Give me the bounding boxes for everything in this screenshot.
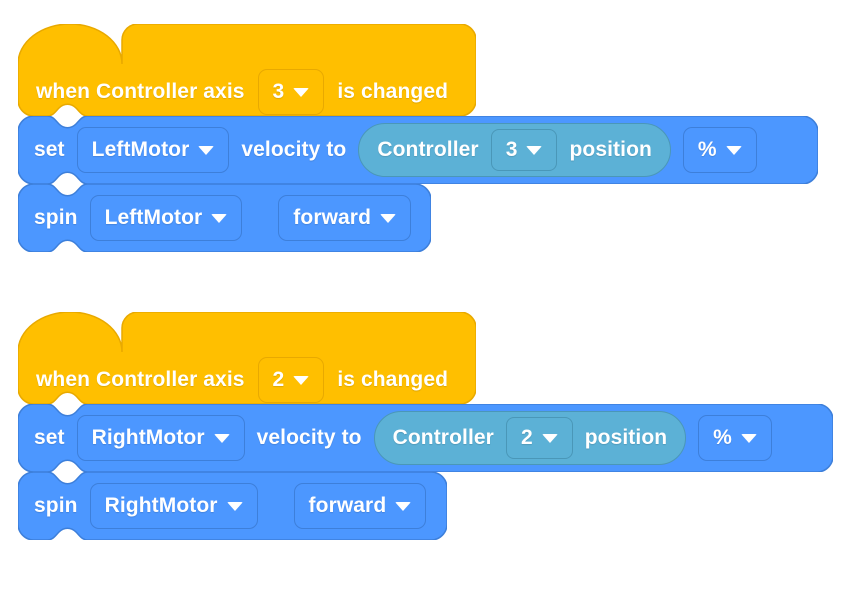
dropdown-axis-value: 3 bbox=[272, 80, 285, 103]
dropdown-spin-motor-value: RightMotor bbox=[104, 494, 218, 517]
script-stack-left-motor[interactable]: when Controller axis 3 is changed set Le… bbox=[18, 24, 818, 252]
chevron-down-icon bbox=[211, 213, 228, 223]
dropdown-motor[interactable]: LeftMotor bbox=[76, 127, 230, 173]
block-spin-motor[interactable]: spin LeftMotor forward bbox=[18, 184, 431, 252]
dropdown-motor-value: RightMotor bbox=[91, 426, 205, 449]
reporter-controller-axis-position[interactable]: Controller 2 position bbox=[373, 411, 687, 465]
dropdown-units-value: % bbox=[697, 138, 717, 161]
chevron-down-icon bbox=[293, 87, 310, 97]
dropdown-spin-motor-value: LeftMotor bbox=[104, 206, 203, 229]
reporter-label-controller: Controller bbox=[377, 138, 479, 161]
hat-text-after: is changed bbox=[337, 80, 449, 103]
hat-block-shape bbox=[18, 312, 476, 404]
chevron-down-icon bbox=[395, 501, 412, 511]
chevron-down-icon bbox=[526, 145, 543, 155]
dropdown-spin-direction-value: forward bbox=[293, 206, 372, 229]
dropdown-units[interactable]: % bbox=[698, 415, 772, 461]
chevron-down-icon bbox=[725, 145, 742, 155]
chevron-down-icon bbox=[198, 145, 215, 155]
dropdown-spin-direction[interactable]: forward bbox=[278, 195, 412, 241]
dropdown-spin-direction-value: forward bbox=[308, 494, 387, 517]
hat-text-before: when Controller axis bbox=[36, 368, 245, 391]
dropdown-units-value: % bbox=[713, 426, 732, 449]
dropdown-motor-value: LeftMotor bbox=[91, 138, 190, 161]
reporter-label-controller: Controller bbox=[392, 426, 494, 449]
block-set-motor-velocity[interactable]: set RightMotor velocity to Controller 2 … bbox=[18, 404, 833, 472]
label-set: set bbox=[34, 138, 65, 161]
dropdown-axis-value: 2 bbox=[272, 368, 285, 391]
dropdown-reporter-axis-value: 2 bbox=[520, 426, 533, 449]
label-spin: spin bbox=[34, 206, 78, 229]
dropdown-units[interactable]: % bbox=[682, 127, 757, 173]
chevron-down-icon bbox=[740, 433, 757, 443]
script-stack-right-motor[interactable]: when Controller axis 2 is changed set Ri… bbox=[18, 312, 833, 540]
dropdown-axis-number[interactable]: 2 bbox=[257, 357, 325, 403]
block-set-motor-velocity[interactable]: set LeftMotor velocity to Controller 3 p… bbox=[18, 116, 818, 184]
chevron-down-icon bbox=[226, 501, 243, 511]
hat-block-when-controller-axis-changed[interactable]: when Controller axis 3 is changed bbox=[18, 24, 476, 116]
chevron-down-icon bbox=[213, 433, 230, 443]
label-velocity-to: velocity to bbox=[256, 426, 362, 449]
chevron-down-icon bbox=[380, 213, 397, 223]
label-spin: spin bbox=[34, 494, 78, 517]
hat-text-after: is changed bbox=[337, 368, 449, 391]
chevron-down-icon bbox=[541, 433, 558, 443]
dropdown-spin-motor[interactable]: RightMotor bbox=[89, 483, 258, 529]
label-set: set bbox=[34, 426, 65, 449]
hat-text-before: when Controller axis bbox=[36, 80, 245, 103]
label-velocity-to: velocity to bbox=[241, 138, 347, 161]
reporter-label-position: position bbox=[584, 426, 668, 449]
dropdown-reporter-axis-value: 3 bbox=[505, 138, 518, 161]
reporter-controller-axis-position[interactable]: Controller 3 position bbox=[358, 123, 671, 177]
dropdown-spin-direction[interactable]: forward bbox=[293, 483, 427, 529]
hat-block-when-controller-axis-changed[interactable]: when Controller axis 2 is changed bbox=[18, 312, 476, 404]
dropdown-motor[interactable]: RightMotor bbox=[76, 415, 245, 461]
dropdown-reporter-axis[interactable]: 3 bbox=[490, 129, 558, 171]
block-spin-motor[interactable]: spin RightMotor forward bbox=[18, 472, 447, 540]
hat-block-shape bbox=[18, 24, 476, 116]
dropdown-reporter-axis[interactable]: 2 bbox=[505, 417, 573, 459]
chevron-down-icon bbox=[293, 375, 310, 385]
dropdown-axis-number[interactable]: 3 bbox=[257, 69, 325, 115]
dropdown-spin-motor[interactable]: LeftMotor bbox=[89, 195, 243, 241]
reporter-label-position: position bbox=[569, 138, 652, 161]
